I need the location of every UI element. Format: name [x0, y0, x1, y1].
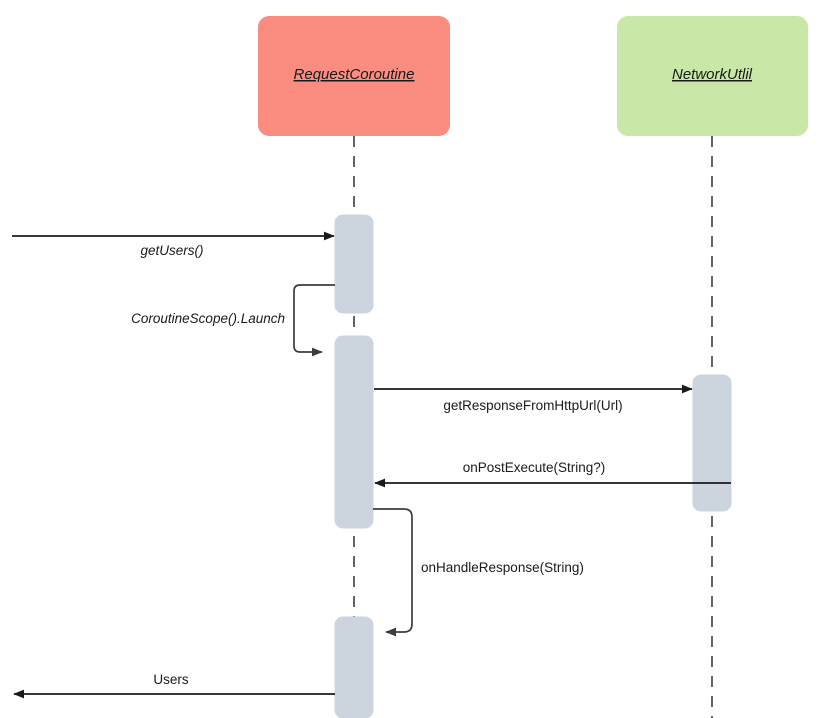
message-users[interactable]: Users: [13, 672, 335, 699]
participant-network-utlil[interactable]: NetworkUtlil: [617, 16, 808, 136]
message-label-get-response-from-http-url: getResponseFromHttpUrl(Url): [443, 398, 622, 413]
message-label-on-handle-response: onHandleResponse(String): [421, 560, 584, 575]
message-label-coroutine-scope-launch: CoroutineScope().Launch: [131, 311, 285, 326]
message-on-post-execute[interactable]: onPostExecute(String?): [374, 460, 731, 488]
activation-box-1[interactable]: [334, 214, 374, 314]
activation-box-2[interactable]: [334, 335, 374, 529]
participant-box-request-coroutine[interactable]: [258, 16, 450, 136]
message-label-get-users: getUsers(): [140, 243, 203, 258]
participant-label-network-utlil: NetworkUtlil: [672, 66, 753, 83]
message-arrow-on-handle-response: [373, 508, 413, 637]
message-on-handle-response[interactable]: onHandleResponse(String): [373, 508, 584, 637]
participant-request-coroutine[interactable]: RequestCoroutine: [258, 16, 450, 136]
message-coroutine-scope-launch[interactable]: CoroutineScope().Launch: [131, 284, 335, 357]
message-arrow-coroutine-scope-launch: [293, 284, 335, 357]
message-get-users[interactable]: getUsers(): [12, 231, 335, 258]
message-get-response-from-http-url[interactable]: getResponseFromHttpUrl(Url): [374, 384, 693, 413]
activation-boxes-group: [334, 214, 732, 718]
participant-label-request-coroutine: RequestCoroutine: [294, 66, 415, 83]
participant-box-network-utlil[interactable]: [617, 16, 808, 136]
message-label-users: Users: [153, 672, 189, 687]
activation-box-4[interactable]: [334, 616, 374, 718]
activation-box-3[interactable]: [692, 374, 732, 512]
message-label-on-post-execute: onPostExecute(String?): [463, 460, 606, 475]
